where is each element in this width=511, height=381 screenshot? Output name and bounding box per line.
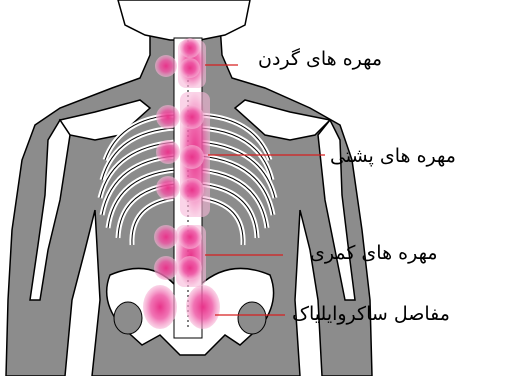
right-hip-socket (238, 302, 266, 334)
skull (118, 0, 250, 40)
thoracic-highlight (156, 92, 210, 217)
thoracic-label: مهره های پشتی (330, 147, 456, 166)
cervical-label: مهره های گردن (258, 50, 382, 69)
left-hip-socket (114, 302, 142, 334)
lumbar-label: مهره های کمری (310, 244, 438, 263)
sacroiliac-label: مفاصل ساکروایلیاک (292, 305, 450, 324)
